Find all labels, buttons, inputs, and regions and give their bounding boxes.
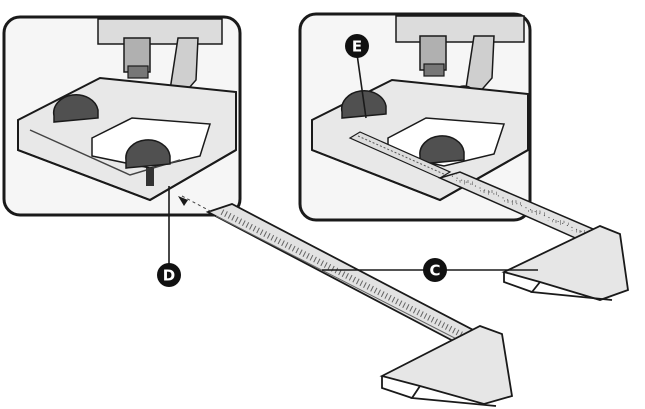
callout-e: E [345, 34, 369, 58]
right-detail-panel [298, 12, 532, 222]
callout-d: D [157, 263, 181, 287]
rear-knob [52, 94, 99, 123]
front-knob [125, 139, 171, 169]
edge-guide-lower [181, 195, 514, 407]
left-detail-panel [2, 15, 242, 217]
edge-guide-right [437, 171, 629, 301]
callout-d-label: D [163, 267, 175, 285]
callout-c-label: C [429, 262, 440, 280]
callout-e-label: E [352, 38, 362, 56]
callout-c: C [423, 258, 447, 282]
leader-line-e [356, 53, 367, 119]
